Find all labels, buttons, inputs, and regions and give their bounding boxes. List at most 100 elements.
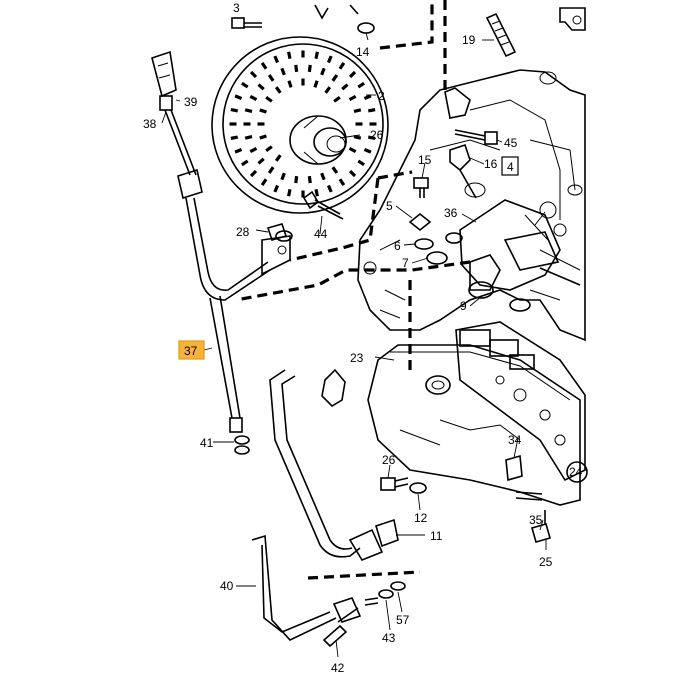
converter-slot <box>367 108 376 113</box>
converter-slot <box>320 67 326 76</box>
converter-slot <box>348 70 357 79</box>
label-14[interactable]: 14 <box>356 45 370 59</box>
converter-slot <box>338 62 346 70</box>
dashed-reference-lines <box>235 0 471 580</box>
label-11[interactable]: 11 <box>430 529 443 543</box>
label-15[interactable]: 15 <box>418 153 432 167</box>
leader-lines <box>161 32 547 658</box>
part-16 <box>449 143 477 199</box>
label-19[interactable]: 19 <box>462 33 476 47</box>
converter-slot <box>314 51 319 60</box>
label-6[interactable]: 6 <box>394 239 401 253</box>
converter-slot <box>301 78 305 86</box>
label-25[interactable]: 25 <box>539 555 553 569</box>
label-2[interactable]: 2 <box>378 89 385 103</box>
converter-slot <box>273 184 280 193</box>
converter-slot <box>267 166 275 174</box>
converter-slot <box>257 83 265 91</box>
label-38[interactable]: 38 <box>143 117 157 131</box>
converter-slot <box>348 146 357 154</box>
top-bolt <box>231 4 375 34</box>
label-26-bottom[interactable]: 26 <box>382 453 396 467</box>
converter-slot <box>234 147 243 154</box>
label-41[interactable]: 41 <box>200 436 214 450</box>
converter-slot <box>314 188 319 197</box>
converter-slot <box>280 172 286 181</box>
converter-slot <box>301 50 305 58</box>
converter-slot <box>257 122 265 126</box>
small-parts <box>266 223 588 543</box>
converter-slot <box>326 55 333 64</box>
label-24[interactable]: 24 <box>569 465 583 479</box>
label-5[interactable]: 5 <box>386 199 393 213</box>
label-4[interactable]: 4 <box>507 160 514 174</box>
converter-slot <box>294 64 299 73</box>
converter-slot <box>320 172 326 181</box>
ref-box-4 <box>501 156 519 176</box>
cooler-line-40 <box>251 534 406 648</box>
label-39[interactable]: 39 <box>184 95 198 109</box>
converter-slot <box>357 81 365 89</box>
label-42[interactable]: 42 <box>331 661 345 675</box>
bolt-44 <box>302 190 344 220</box>
converter-slot <box>363 94 372 101</box>
converter-slot <box>363 147 372 154</box>
converter-slot <box>348 169 357 178</box>
highlight-box-37 <box>178 340 205 360</box>
label-36[interactable]: 36 <box>444 206 458 220</box>
dipstick-assembly <box>151 50 293 455</box>
selector-assembly <box>459 199 581 312</box>
converter-slot <box>331 74 339 82</box>
converter-slot <box>369 122 377 126</box>
converter-slot <box>229 122 237 126</box>
converter-slot <box>357 159 365 167</box>
label-40[interactable]: 40 <box>220 579 234 593</box>
converter-slot <box>241 81 249 89</box>
converter-slot <box>287 51 292 60</box>
converter-slot <box>353 135 362 140</box>
label-26-top[interactable]: 26 <box>370 128 384 142</box>
oil-pan <box>367 344 581 506</box>
fastener-stack <box>408 177 463 265</box>
converter-slot <box>249 169 258 178</box>
label-3[interactable]: 3 <box>233 1 240 15</box>
converter-slot <box>301 190 305 198</box>
converter-slot <box>259 134 267 140</box>
label-35[interactable]: 35 <box>529 513 543 527</box>
converter-slot <box>260 178 268 186</box>
converter-slot <box>230 135 239 140</box>
converter-slot <box>287 80 293 88</box>
label-43[interactable]: 43 <box>382 631 396 645</box>
converter-slot <box>341 83 349 91</box>
label-37[interactable]: 37 <box>184 344 198 358</box>
label-23[interactable]: 23 <box>350 351 364 365</box>
label-7[interactable]: 7 <box>402 256 409 270</box>
converter-slot <box>249 94 258 102</box>
converter-slot <box>353 108 362 113</box>
label-34[interactable]: 34 <box>508 433 522 447</box>
label-45[interactable]: 45 <box>504 136 518 150</box>
label-28[interactable]: 28 <box>236 225 250 239</box>
converter-slot <box>230 108 239 113</box>
label-44[interactable]: 44 <box>314 227 328 241</box>
label-12[interactable]: 12 <box>414 511 428 525</box>
torque-converter <box>211 36 389 214</box>
label-9[interactable]: 9 <box>460 299 467 313</box>
valve-body <box>455 321 586 482</box>
label-57[interactable]: 57 <box>396 613 410 627</box>
converter-slot <box>333 95 341 103</box>
converter-slot <box>324 86 332 94</box>
converter-slot <box>307 175 312 184</box>
converter-slot <box>355 122 363 126</box>
converter-slot <box>244 108 253 113</box>
converter-slot <box>274 154 282 162</box>
converter-slot <box>265 145 273 153</box>
converter-slot <box>331 166 339 174</box>
converter-slot <box>307 64 312 73</box>
bolt-45 <box>454 129 498 145</box>
converter-slot <box>267 74 275 82</box>
bolt-19 <box>485 12 517 58</box>
converter-slot <box>243 122 251 126</box>
label-16[interactable]: 16 <box>484 157 498 171</box>
